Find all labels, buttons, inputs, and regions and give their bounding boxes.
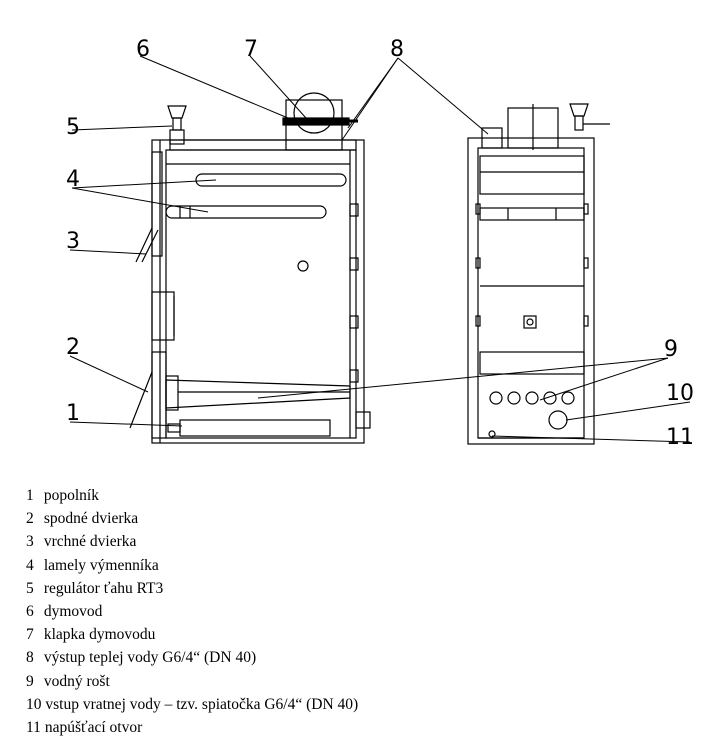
exchanger-lamella-1 — [195, 173, 347, 187]
legend-item-8: 8 výstup teplej vody G6/4“ (DN 40) — [26, 649, 257, 667]
legend-item-3: 3 vrchné dvierka — [26, 533, 137, 551]
return-water-inlet — [548, 410, 568, 430]
water-grate-side — [165, 375, 351, 411]
upper-door — [135, 151, 163, 263]
callout-7: 7 — [244, 37, 258, 62]
callout-10: 10 — [666, 381, 694, 406]
legend-item-11: 11 napúšťací otvor — [26, 718, 143, 736]
water-grate-connection-1 — [489, 391, 503, 405]
door-hinge — [151, 291, 175, 341]
callout-1: 1 — [66, 401, 80, 426]
front-inspection — [523, 315, 537, 329]
callout-numbers: 1 2 3 4 5 6 7 8 9 10 11 — [66, 37, 694, 450]
inspection-hole — [297, 260, 309, 272]
flue-damper-circle — [293, 92, 335, 134]
callout-5: 5 — [66, 115, 80, 140]
callout-9: 9 — [664, 337, 678, 362]
callout-8: 8 — [390, 37, 404, 62]
legend-item-7: 7 klapka dymovodu — [26, 626, 156, 644]
water-grate-connection-5 — [561, 391, 575, 405]
front-exchanger-section — [479, 207, 585, 221]
front-lower-section — [479, 351, 585, 375]
front-upper-section — [479, 155, 585, 195]
water-grate-connection-2 — [507, 391, 521, 405]
top-plate — [169, 139, 357, 151]
legend-item-1: 1 popolník — [26, 487, 99, 504]
filling-hole — [488, 430, 496, 438]
exchanger-lamella-2 — [165, 205, 327, 219]
flue-damper — [282, 117, 350, 126]
callout-3: 3 — [66, 229, 80, 254]
water-grate-connection-3 — [525, 391, 539, 405]
front-body-outline — [467, 137, 595, 445]
legend-item-4: 4 lamely výmenníka — [26, 556, 159, 574]
legend-item-9: 9 vodný rošt — [26, 672, 110, 690]
water-grate-connection-4 — [543, 391, 557, 405]
leader-lines — [69, 55, 691, 443]
side-body-inner — [165, 149, 357, 439]
callout-6: 6 — [136, 37, 150, 62]
legend-item-6: 6 dymovod — [26, 602, 103, 620]
side-view — [129, 92, 371, 444]
boiler-technical-drawing: 1 2 3 4 5 6 7 8 9 10 11 — [66, 37, 694, 450]
legend-item-10: 10 vstup vratnej vody – tzv. spiatočka G… — [26, 695, 359, 713]
ash-pan — [179, 419, 331, 437]
front-view — [467, 103, 610, 445]
draft-regulator — [167, 105, 187, 145]
return-pipe-stub — [355, 411, 371, 429]
callout-11: 11 — [666, 425, 694, 450]
callout-4: 4 — [66, 167, 80, 192]
legend-item-2: 2 spodné dvierka — [26, 510, 139, 528]
callout-2: 2 — [66, 335, 80, 360]
legend-item-5: 5 regulátor ťahu RT3 — [26, 579, 164, 597]
legend-list: 1 popolník 2 spodné dvierka 3 vrchné dvi… — [26, 484, 358, 739]
